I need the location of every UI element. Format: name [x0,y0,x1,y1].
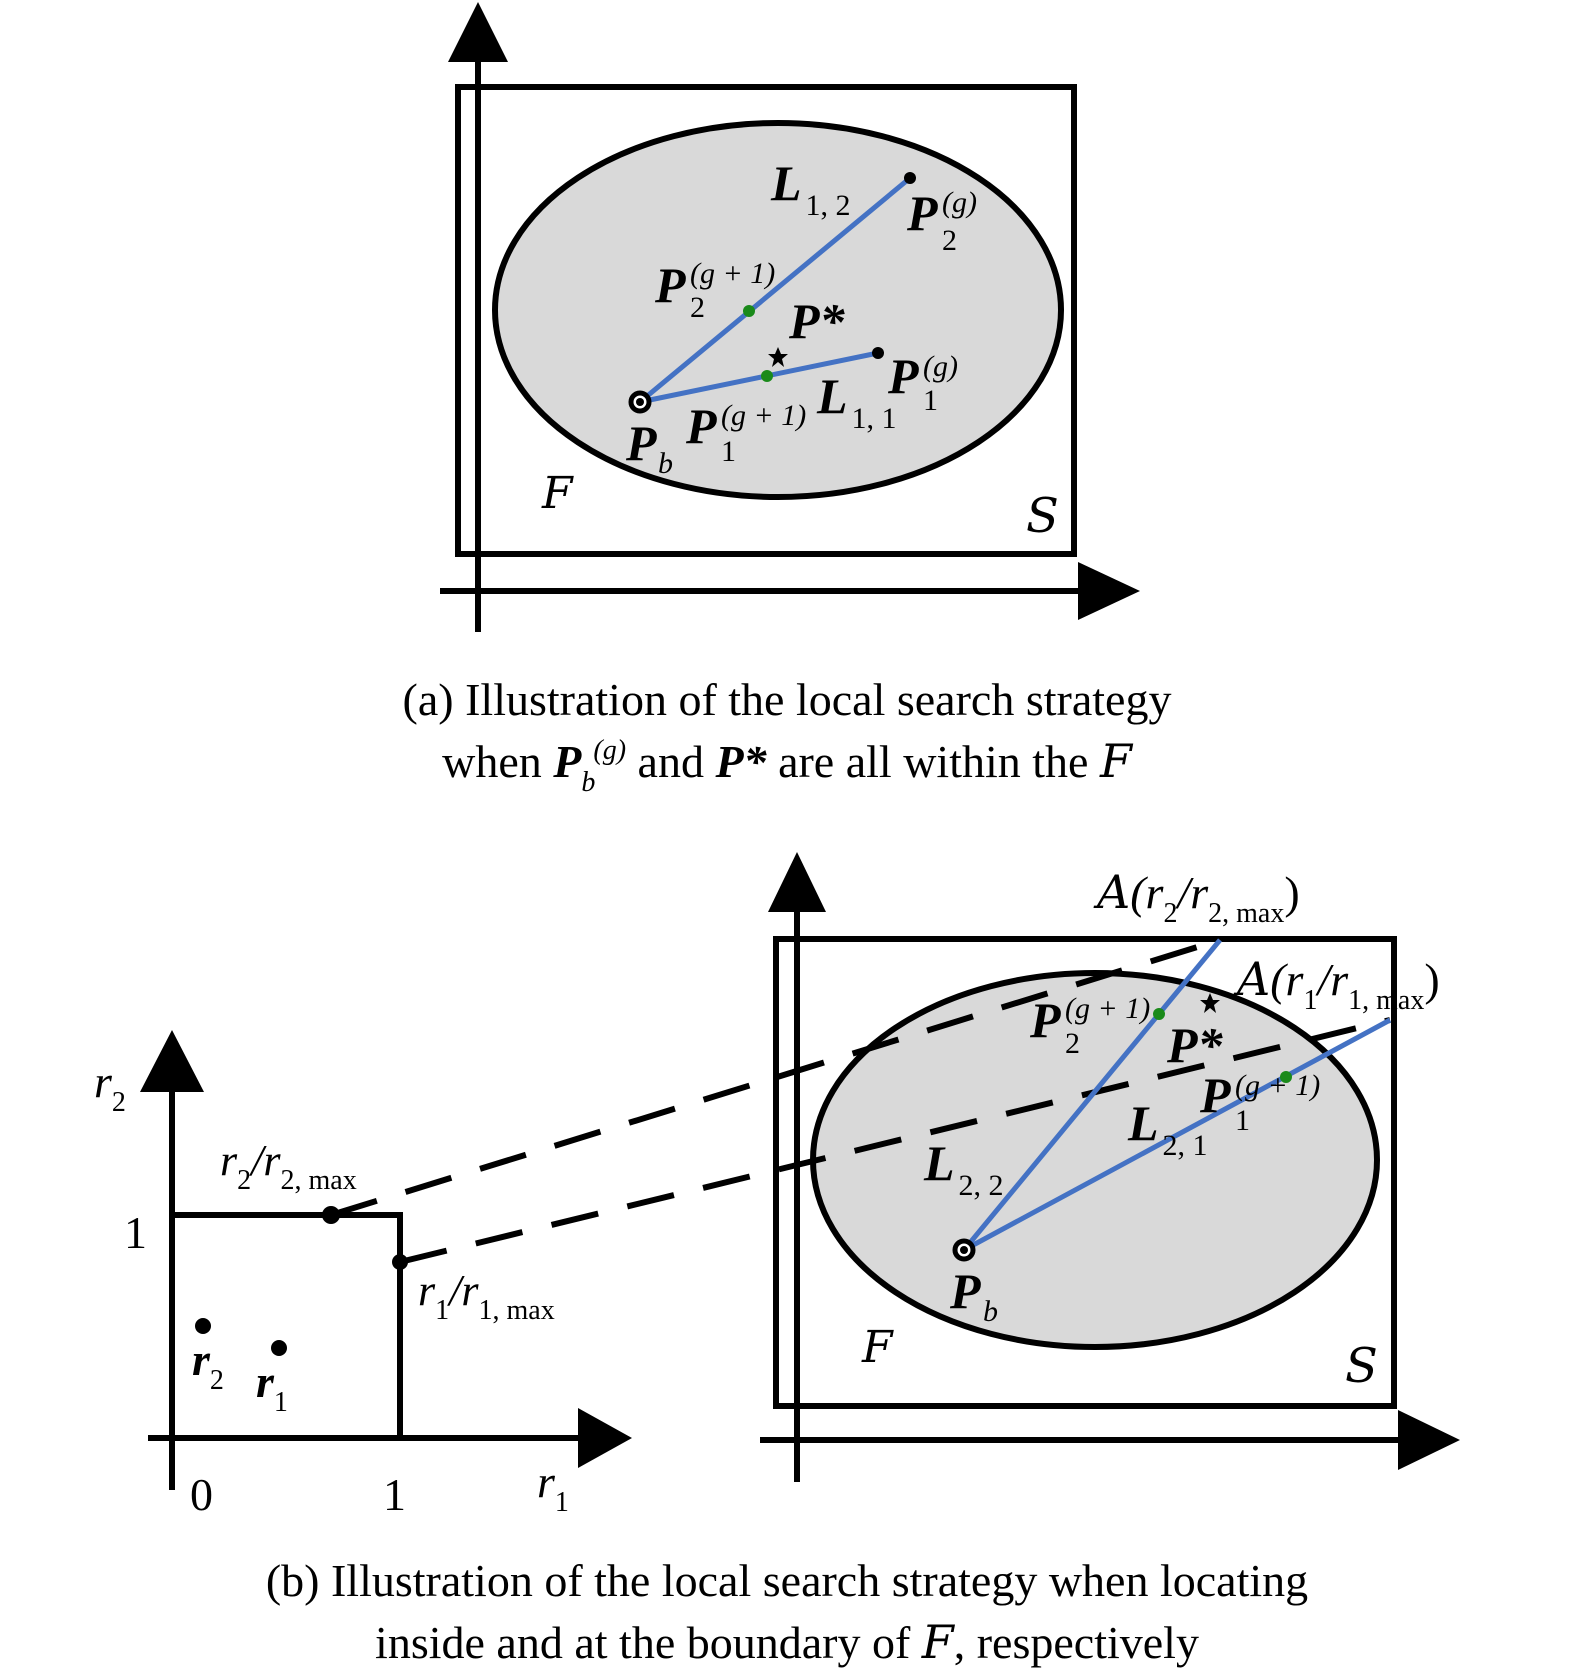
panel-b-y-arrow-icon [768,852,826,912]
panel-a-label-P2g1-sup: (g + 1) [690,257,775,290]
panel-a-label-P2g-sup: (g) [942,186,977,219]
panel-a-pb-point-core [636,398,644,406]
panel-a-line-L12 [638,176,912,404]
panel-b-r1-point [271,1340,287,1356]
panel-b-label-P1g1-sub: 1 [1235,1104,1250,1137]
panel-b-label-S: S [1345,1338,1378,1394]
panel-a-label-P2g1: P [654,257,686,313]
panel-b-caption-line2: inside and at the boundary of F, respect… [375,1615,1199,1669]
panel-b-unit-plot: r2 r1 1 0 1 r2/r2, max r1/r1, max r2 r1 [94,1030,632,1520]
panel-b-search-diagram: A(r2/r2, max) A(r1/r1, max) P (g + 1) 2 … [330,852,1460,1482]
panel-a-label-P1g1-sub: 1 [721,435,736,468]
panel-a-label-F: F [541,468,574,519]
panel-a-p2g-point [904,172,916,184]
panel-b-tick-1x: 1 [383,1469,406,1520]
panel-b-label-pstar: P* [1166,1017,1224,1073]
panel-a-label-Pb: P [625,415,657,471]
panel-b-r1-point-label: r1 [256,1356,288,1418]
panel-b-p1g1-point [1280,1071,1292,1083]
panel-b-r2-point [195,1318,211,1334]
panel-b-label-P1g1: P [1199,1067,1231,1123]
panel-b-r2-ratio-label: r2/r2, max [220,1136,357,1196]
panel-b-r2-point-label: r2 [192,1334,224,1396]
panel-a-caption-line1: (a) Illustration of the local search str… [403,674,1172,725]
panel-b-r1-ratio-label: r1/r1, max [418,1266,555,1326]
panel-b-dashed-line-r1 [399,1017,1391,1265]
panel-b-label-A2: A(r2/r2, max) [1093,865,1300,929]
panel-a-label-P2g-sub: 2 [942,224,957,257]
panel-b-unit-square [172,1212,403,1438]
panel-b-r1-arrow-icon [578,1408,632,1468]
panel-b-p2g1-point [1153,1008,1165,1020]
panel-b-caption-line1: (b) Illustration of the local search str… [266,1555,1308,1606]
panel-b-label-Pb-sub: b [983,1295,998,1328]
panel-b-axis-r1-label: r1 [537,1456,569,1518]
panel-a-label-P1g: P [887,348,919,404]
panel-b-search-space [773,936,1397,1409]
panel-b-tick-1y: 1 [124,1207,147,1258]
panel-a-search-space [455,84,1077,557]
panel-b-label-F: F [861,1322,894,1373]
panel-a-label-Pb-sub: b [658,447,673,480]
panel-b-axis-r2-label: r2 [94,1056,126,1118]
panel-b-r2-arrow-icon [140,1030,204,1092]
panel-b-label-P2g1-sup: (g + 1) [1065,992,1150,1025]
panel-a-caption-line2: when Pb(g) and P* are all within the F [442,734,1134,798]
panel-b-tick-0: 0 [190,1469,213,1520]
panel-a-label-pstar: P* [788,293,846,349]
panel-b-label-P1g1-sup: (g + 1) [1235,1069,1320,1102]
panel-b-feasible-region [810,970,1380,1350]
panel-b-label-Pb: P [949,1263,981,1319]
panel-a-label-P1g-sup: (g) [923,350,958,383]
panel-b-label-A1: A(r1/r1, max) [1233,952,1440,1016]
panel-b-line-L22 [962,938,1222,1252]
panel-a-label-P2g1-sub: 2 [690,291,705,324]
panel-a-label-P1g-sub: 1 [923,384,938,417]
panel-a-label-P1g1: P [685,398,717,454]
panel-a-p2g1-point [743,305,755,317]
panel-a-label-S: S [1026,488,1059,544]
panel-b-x-arrow-icon [1398,1410,1460,1470]
panel-a-x-arrow-icon [1078,562,1140,620]
panel-a-label-P2g: P [906,185,938,241]
panel-a-y-arrow-icon [448,2,508,62]
panel-a-line-L11 [639,350,879,405]
panel-a-label-P1g1-sup: (g + 1) [721,399,806,432]
panel-b-pb-point-core [960,1246,968,1254]
panel-a-p1g1-point [761,370,773,382]
panel-b-line-L21 [962,1017,1392,1253]
panel-b-label-P2g1: P [1029,992,1061,1048]
panel-a-p1g-point [872,347,884,359]
panel-b-label-P2g1-sub: 2 [1065,1027,1080,1060]
